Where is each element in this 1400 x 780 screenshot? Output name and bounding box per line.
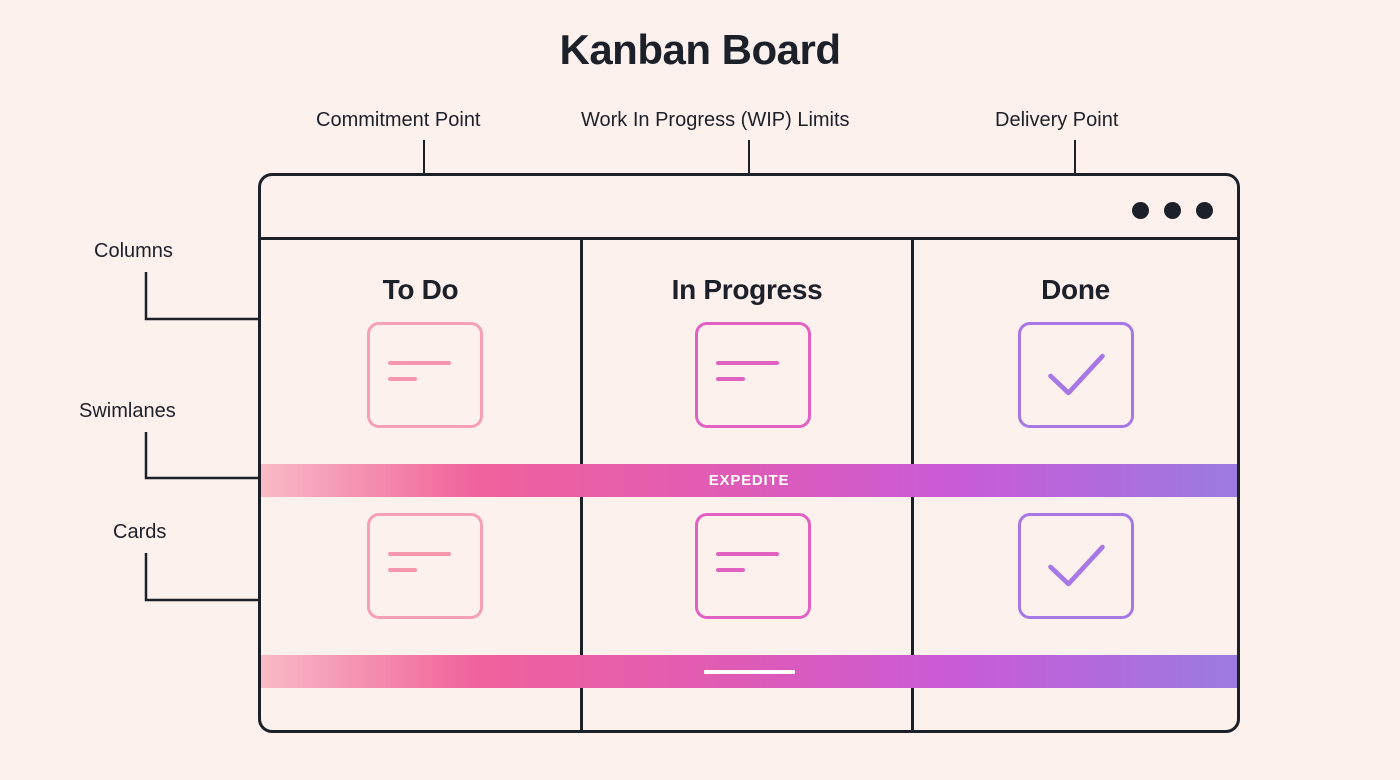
card-text-line	[716, 377, 745, 381]
card-text-line	[388, 361, 451, 365]
card-in-progress-1[interactable]	[695, 322, 811, 428]
annotation-delivery-point: Delivery Point	[995, 109, 1119, 131]
menu-dot-icon	[1132, 202, 1149, 219]
swimlane-label: EXPEDITE	[708, 472, 790, 489]
card-in-progress-2[interactable]	[695, 513, 811, 619]
annotation-wip-limits: Work In Progress (WIP) Limits	[581, 109, 850, 131]
card-text-line	[388, 568, 417, 572]
annotation-cards: Cards	[113, 521, 167, 543]
annotation-swimlanes: Swimlanes	[79, 400, 176, 422]
card-to-do-1[interactable]	[367, 322, 483, 428]
swimlane-expedite[interactable]: EXPEDITE	[261, 464, 1237, 497]
menu-dot-icon	[1164, 202, 1181, 219]
card-text-line	[716, 552, 779, 556]
card-text-line	[716, 361, 779, 365]
swimlane-placeholder-bar	[703, 669, 795, 674]
window-menu-dots[interactable]	[1132, 202, 1213, 219]
column-header-to-do: To Do	[382, 274, 459, 305]
card-to-do-2[interactable]	[367, 513, 483, 619]
check-icon	[1048, 544, 1105, 587]
card-text-line	[388, 552, 451, 556]
menu-dot-icon	[1196, 202, 1213, 219]
annotation-columns: Columns	[94, 240, 173, 262]
card-text-line	[388, 377, 417, 381]
board-window: To Do In Progress Done EXPEDITE	[258, 173, 1240, 733]
column-header-in-progress: In Progress	[671, 274, 823, 305]
window-titlebar	[261, 176, 1237, 240]
board-body: To Do In Progress Done EXPEDITE	[261, 240, 1237, 730]
swimlane-standard[interactable]	[261, 655, 1237, 688]
page-title: Kanban Board	[559, 26, 841, 73]
card-done-2[interactable]	[1018, 513, 1134, 619]
column-header-done: Done	[1041, 274, 1110, 305]
annotation-commitment-point: Commitment Point	[316, 109, 481, 131]
card-done-1[interactable]	[1018, 322, 1134, 428]
card-text-line	[716, 568, 745, 572]
check-icon	[1048, 353, 1105, 396]
